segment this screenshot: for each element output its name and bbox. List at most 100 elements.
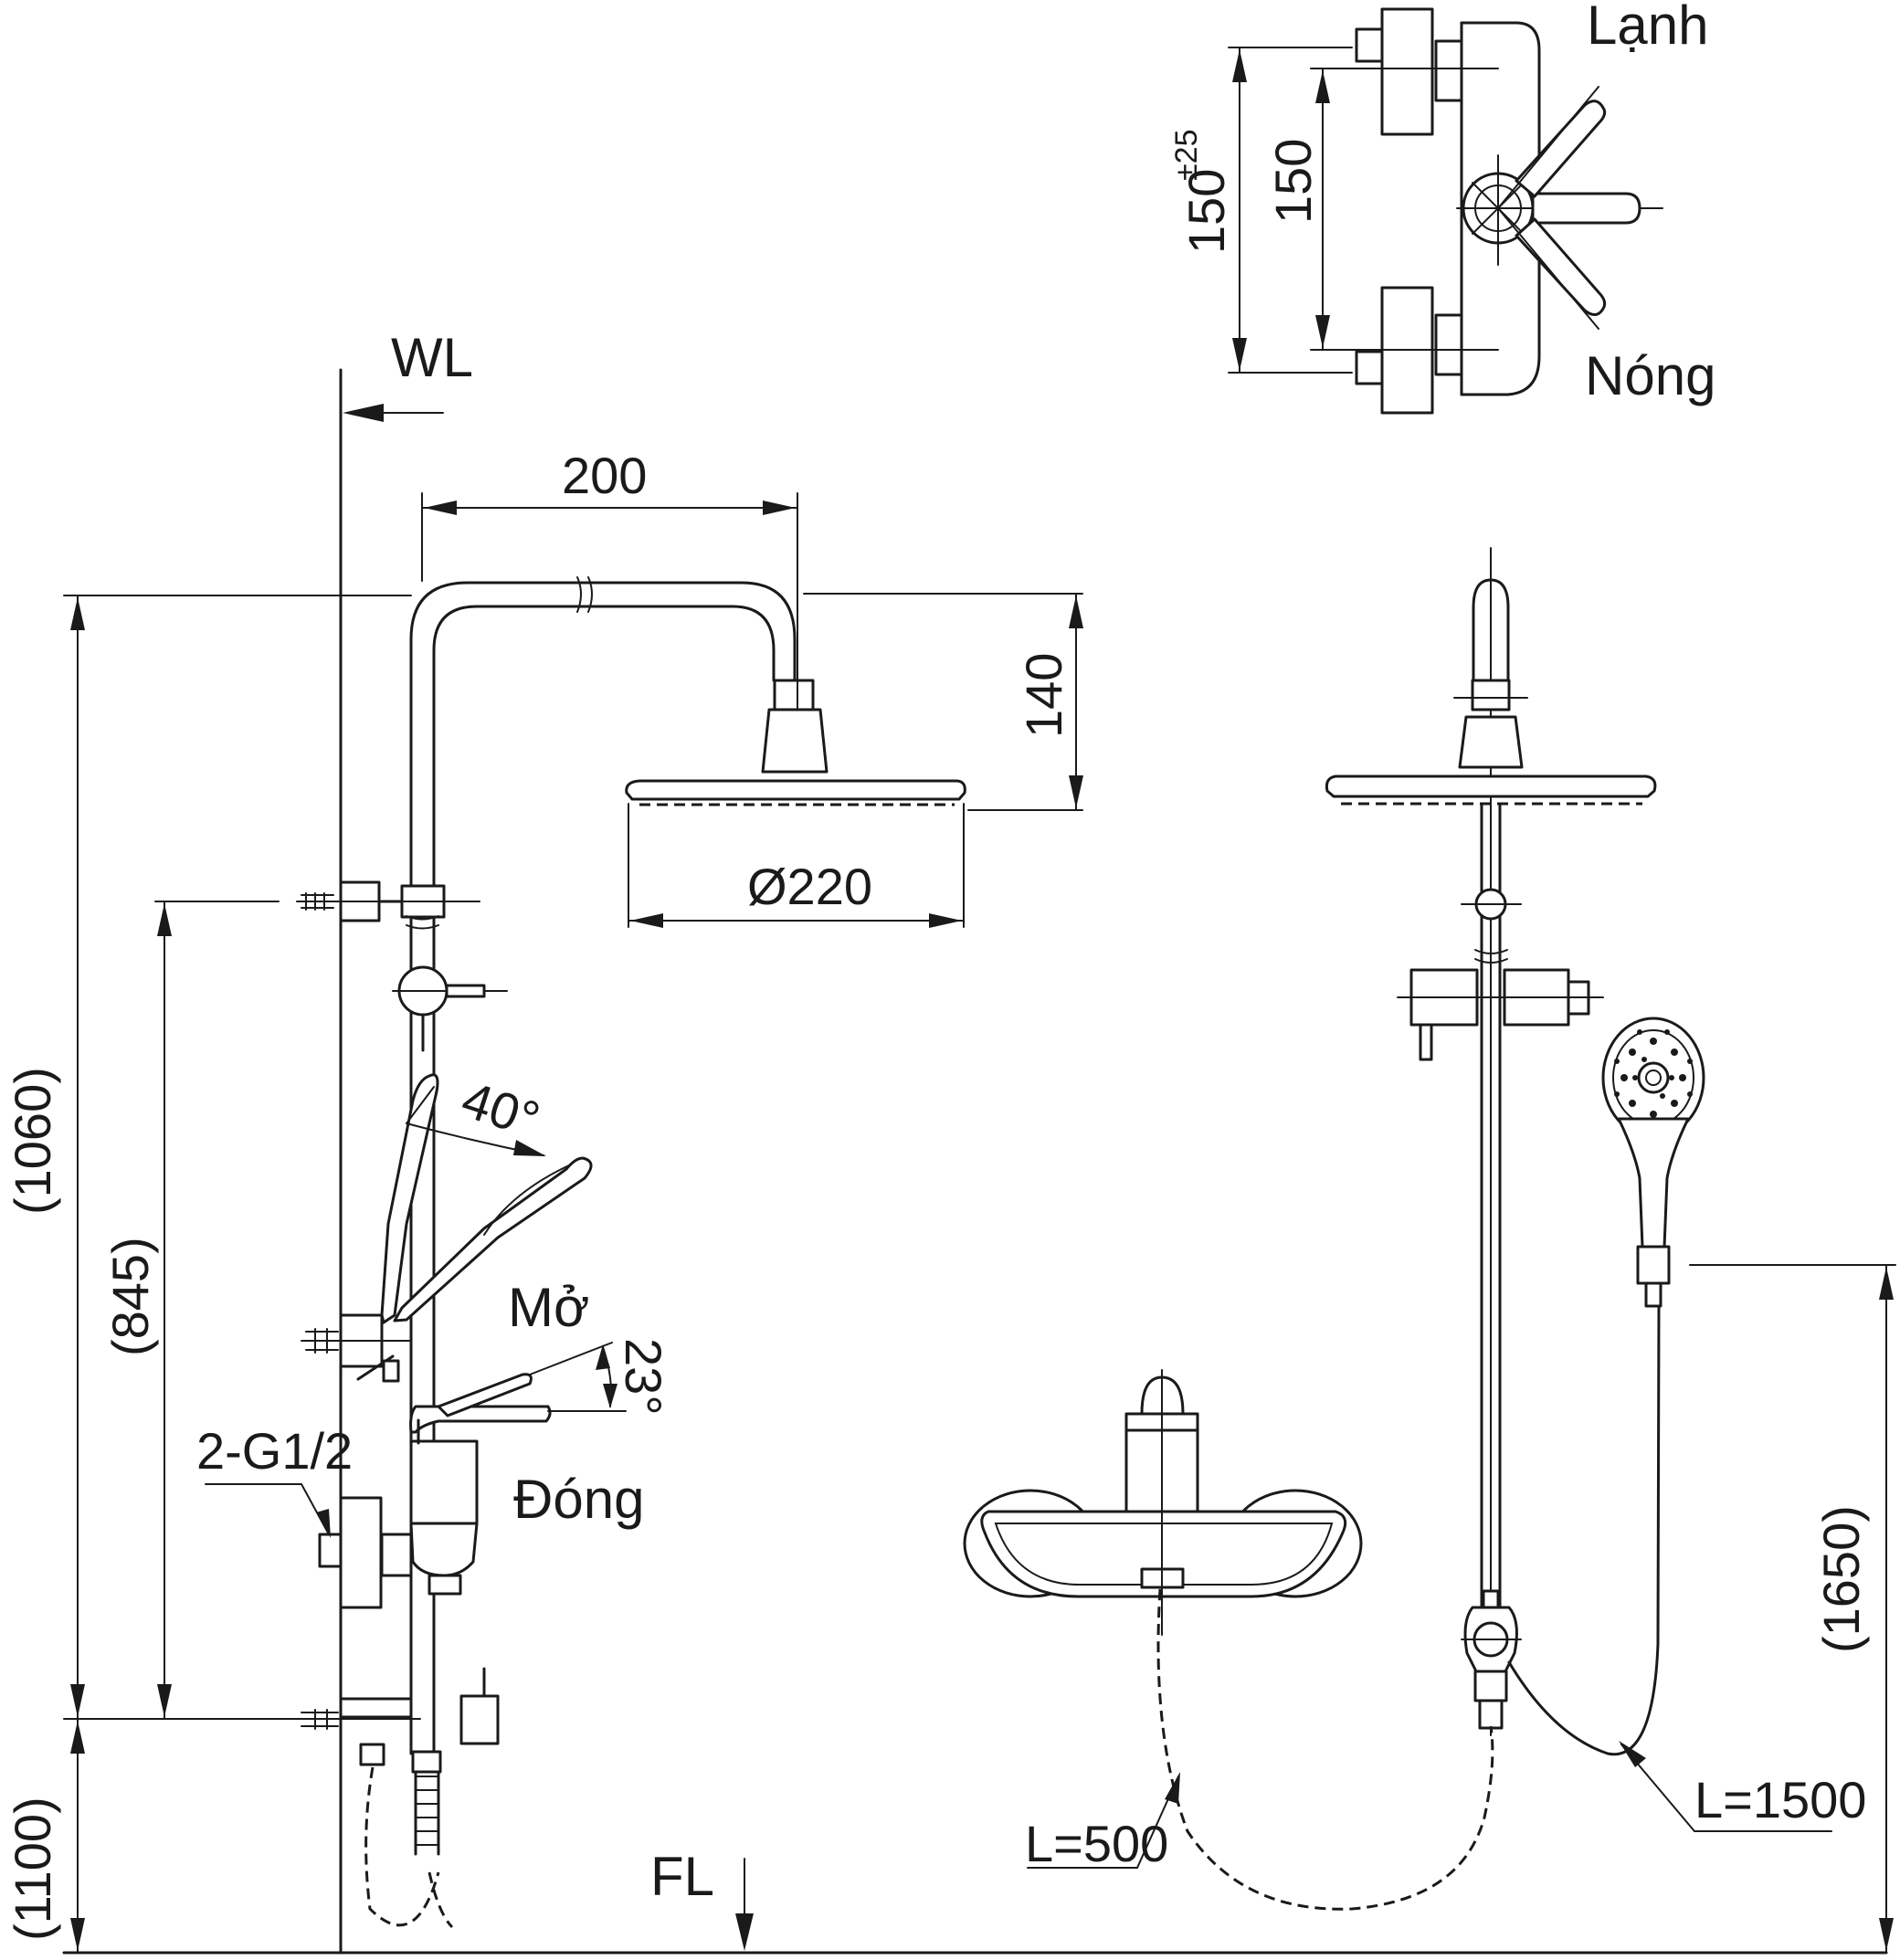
dim-150-arrow-b <box>1315 315 1330 348</box>
front-shower-head <box>1325 775 1657 798</box>
dim-1060-arrow-t <box>70 597 85 630</box>
dim-overall-height: (1060) <box>4 1067 61 1215</box>
side-view <box>296 576 966 1929</box>
dim-150tol-arrow-t <box>1232 49 1247 82</box>
angle-23-arrow-b <box>603 1384 618 1408</box>
leader-2-g1-2 <box>205 1483 330 1535</box>
rain-shower-head <box>625 779 966 801</box>
wall-line-arrow <box>343 404 384 422</box>
hose-long <box>1507 1304 1661 1756</box>
bottom-link <box>339 1697 413 1719</box>
bottom-elbow <box>359 1743 385 1766</box>
dim-arm-length: 200 <box>562 447 647 504</box>
front-valve-body <box>980 1510 1347 1598</box>
label-floor-line: FL <box>650 1846 714 1907</box>
dim-845-arrow-b <box>157 1684 172 1717</box>
head-neck <box>761 708 829 774</box>
dim-bar-height: (845) <box>101 1237 159 1356</box>
bottom-diverter <box>459 1694 500 1745</box>
dim-1100-arrow-t <box>70 1721 85 1754</box>
top-nut-cold <box>1434 39 1463 102</box>
front-view <box>963 547 1705 1911</box>
front-diverter-outlet <box>1478 1699 1504 1730</box>
front-valve-inner <box>994 1523 1334 1586</box>
top-lever-cold <box>1515 100 1607 198</box>
dimensions <box>63 47 1896 1954</box>
top-lever-hot <box>1515 217 1607 316</box>
hose-nut <box>411 1750 442 1774</box>
label-connection: 2-G1/2 <box>196 1422 353 1480</box>
valve-outlet-nozzle <box>428 1574 462 1596</box>
dim-centers: 150 <box>1264 139 1322 224</box>
diverter-pin <box>445 984 486 998</box>
dim-centers-tolerance: ±25 <box>1169 130 1204 181</box>
lever-closed <box>409 1405 552 1434</box>
leader-l1500-arrow <box>1619 1741 1646 1767</box>
hand-shower-nozzles <box>1614 1029 1693 1126</box>
dim-150tol-arrow-b <box>1232 338 1247 371</box>
holder-screws <box>305 1328 339 1354</box>
hand-shower-upright <box>380 1073 439 1324</box>
leader-l1500 <box>1620 1744 1832 1832</box>
front-head-neck <box>1458 715 1524 769</box>
overhead-arm <box>409 581 797 879</box>
holder-clip <box>382 1359 400 1383</box>
valve-body-side <box>409 1439 479 1525</box>
label-cold: Lạnh <box>1587 0 1708 56</box>
leader-2-g1-2-arrow <box>316 1509 331 1538</box>
valve-cartridge-side <box>409 1522 479 1577</box>
front-diverter-nut <box>1473 1670 1508 1702</box>
top-lever-straight <box>1531 192 1641 225</box>
top-inlet-cold <box>1380 7 1434 136</box>
hand-shower-handle <box>1617 1117 1690 1249</box>
floor-line-arrow <box>735 1913 754 1951</box>
label-wall-line: WL <box>391 327 473 388</box>
side-hose-loop <box>364 1766 440 1927</box>
dim-centers-base: 150 <box>1177 169 1235 254</box>
hand-shower-center <box>1637 1061 1670 1094</box>
dim-valve-height: (1100) <box>4 1797 61 1941</box>
overhead-arm-inner <box>432 605 776 879</box>
top-nut-hot <box>1434 313 1463 376</box>
hand-shower-center-inner <box>1645 1070 1662 1086</box>
top-pipe-hot <box>1355 350 1384 385</box>
dim-200-arrow-r <box>763 501 796 515</box>
valve-inlet-pipe <box>318 1533 343 1568</box>
bar-break-mark <box>406 915 439 930</box>
dim-handset-height: (1650) <box>1812 1505 1870 1653</box>
dim-220-arrow-r <box>929 913 962 928</box>
side-hose-loop-b <box>428 1871 454 1929</box>
hose-short <box>1156 1588 1494 1911</box>
leader-l500 <box>1027 1776 1179 1869</box>
labels: WL FL Lạnh Nóng Mở Đóng 2-G1/2 L=500 L=1… <box>4 0 1870 1941</box>
top-lever-cold-axis <box>1497 86 1599 209</box>
dim-head-height: 140 <box>1015 653 1072 738</box>
top-pipe-cold <box>1355 27 1384 63</box>
front-head-nut <box>1471 679 1511 711</box>
hand-shower-tilted <box>393 1156 593 1322</box>
dim-200-arrow-l <box>424 501 457 515</box>
dim-140-arrow-b <box>1069 775 1083 808</box>
front-bar-break <box>1474 949 1508 964</box>
dim-150-arrow-t <box>1315 70 1330 103</box>
top-view <box>1324 7 1663 415</box>
dim-1100-arrow-b <box>70 1918 85 1951</box>
hose-coupling <box>415 1776 439 1846</box>
label-hose-short: L=500 <box>1025 1815 1168 1872</box>
label-open: Mở <box>508 1277 589 1338</box>
dim-head-diameter: Ø220 <box>747 858 872 915</box>
lever-open <box>437 1373 533 1417</box>
dim-handle-angle: 23° <box>615 1338 672 1416</box>
label-hose-long: L=1500 <box>1694 1771 1866 1828</box>
angle-40-ray <box>406 1086 435 1124</box>
hand-shower-face <box>483 1164 572 1236</box>
label-hot: Nóng <box>1585 345 1715 406</box>
dim-845-arrow-t <box>157 903 172 936</box>
dim-head-tilt: 40° <box>455 1070 546 1148</box>
valve-connector <box>380 1533 413 1577</box>
arm-break-mark <box>576 576 593 613</box>
leader-l500-arrow <box>1165 1772 1180 1804</box>
valve-wall-flange <box>339 1496 383 1609</box>
dim-1060-arrow-b <box>70 1684 85 1717</box>
